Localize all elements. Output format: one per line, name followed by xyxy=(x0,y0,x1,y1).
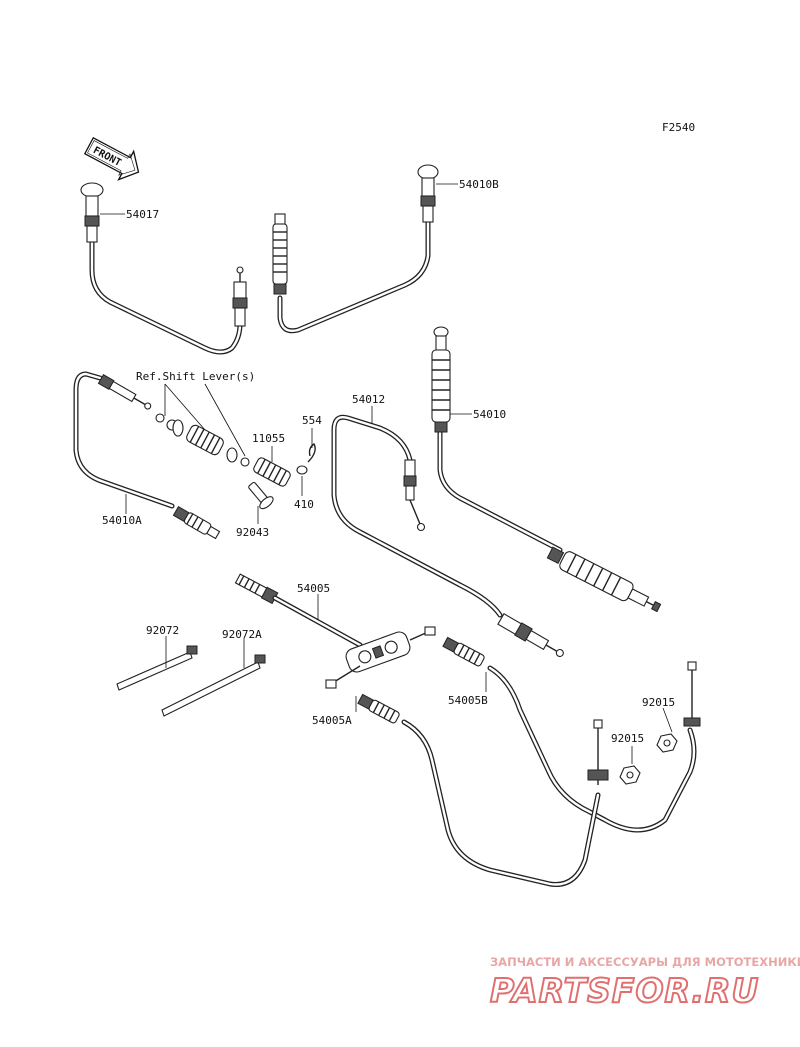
nut-92015-lower xyxy=(619,765,641,785)
part-label-92015-lower: 92015 xyxy=(611,732,644,745)
nut-92015-upper xyxy=(656,733,678,753)
cable-54005 xyxy=(234,573,411,673)
watermark-tagline: ЗАПЧАСТИ И АКСЕССУАРЫ ДЛЯ МОТОТЕХНИКИ xyxy=(490,955,800,969)
figure-code: F2540 xyxy=(662,121,695,134)
cable-54010B xyxy=(272,164,439,334)
part-label-54010: 54010 xyxy=(473,408,506,421)
cable-54005A xyxy=(325,665,609,887)
part-label-54012: 54012 xyxy=(352,393,385,406)
part-label-54017: 54017 xyxy=(126,208,159,221)
part-label-410: 410 xyxy=(294,498,314,511)
cable-54005B xyxy=(409,626,701,833)
cable-54010 xyxy=(431,326,662,613)
part-label-92015-upper: 92015 xyxy=(642,696,675,709)
front-arrow-icon: FRONT xyxy=(83,136,140,181)
cable-54017 xyxy=(80,182,248,355)
watermark-logo: PARTSFOR.RU xyxy=(490,971,759,1010)
part-label-54010A: 54010A xyxy=(102,514,142,527)
cable-54010A xyxy=(73,371,221,540)
cable-strap-92072A xyxy=(161,654,266,717)
part-label-54010B: 54010B xyxy=(459,178,499,191)
part-label-92072: 92072 xyxy=(146,624,179,637)
part-label-11055: 11055 xyxy=(252,432,285,445)
part-label-554: 554 xyxy=(302,414,322,427)
part-label-92043: 92043 xyxy=(236,526,269,539)
cable-strap-92072 xyxy=(116,645,198,691)
part-label-54005: 54005 xyxy=(297,582,330,595)
cable-54012 xyxy=(331,414,564,658)
part-label-92072A: 92072A xyxy=(222,628,262,641)
shift-lever-parts xyxy=(155,413,316,510)
part-label-54005A: 54005A xyxy=(312,714,352,727)
reference-note-shift-lever: Ref.Shift Lever(s) xyxy=(136,370,255,383)
part-label-54005B: 54005B xyxy=(448,694,488,707)
